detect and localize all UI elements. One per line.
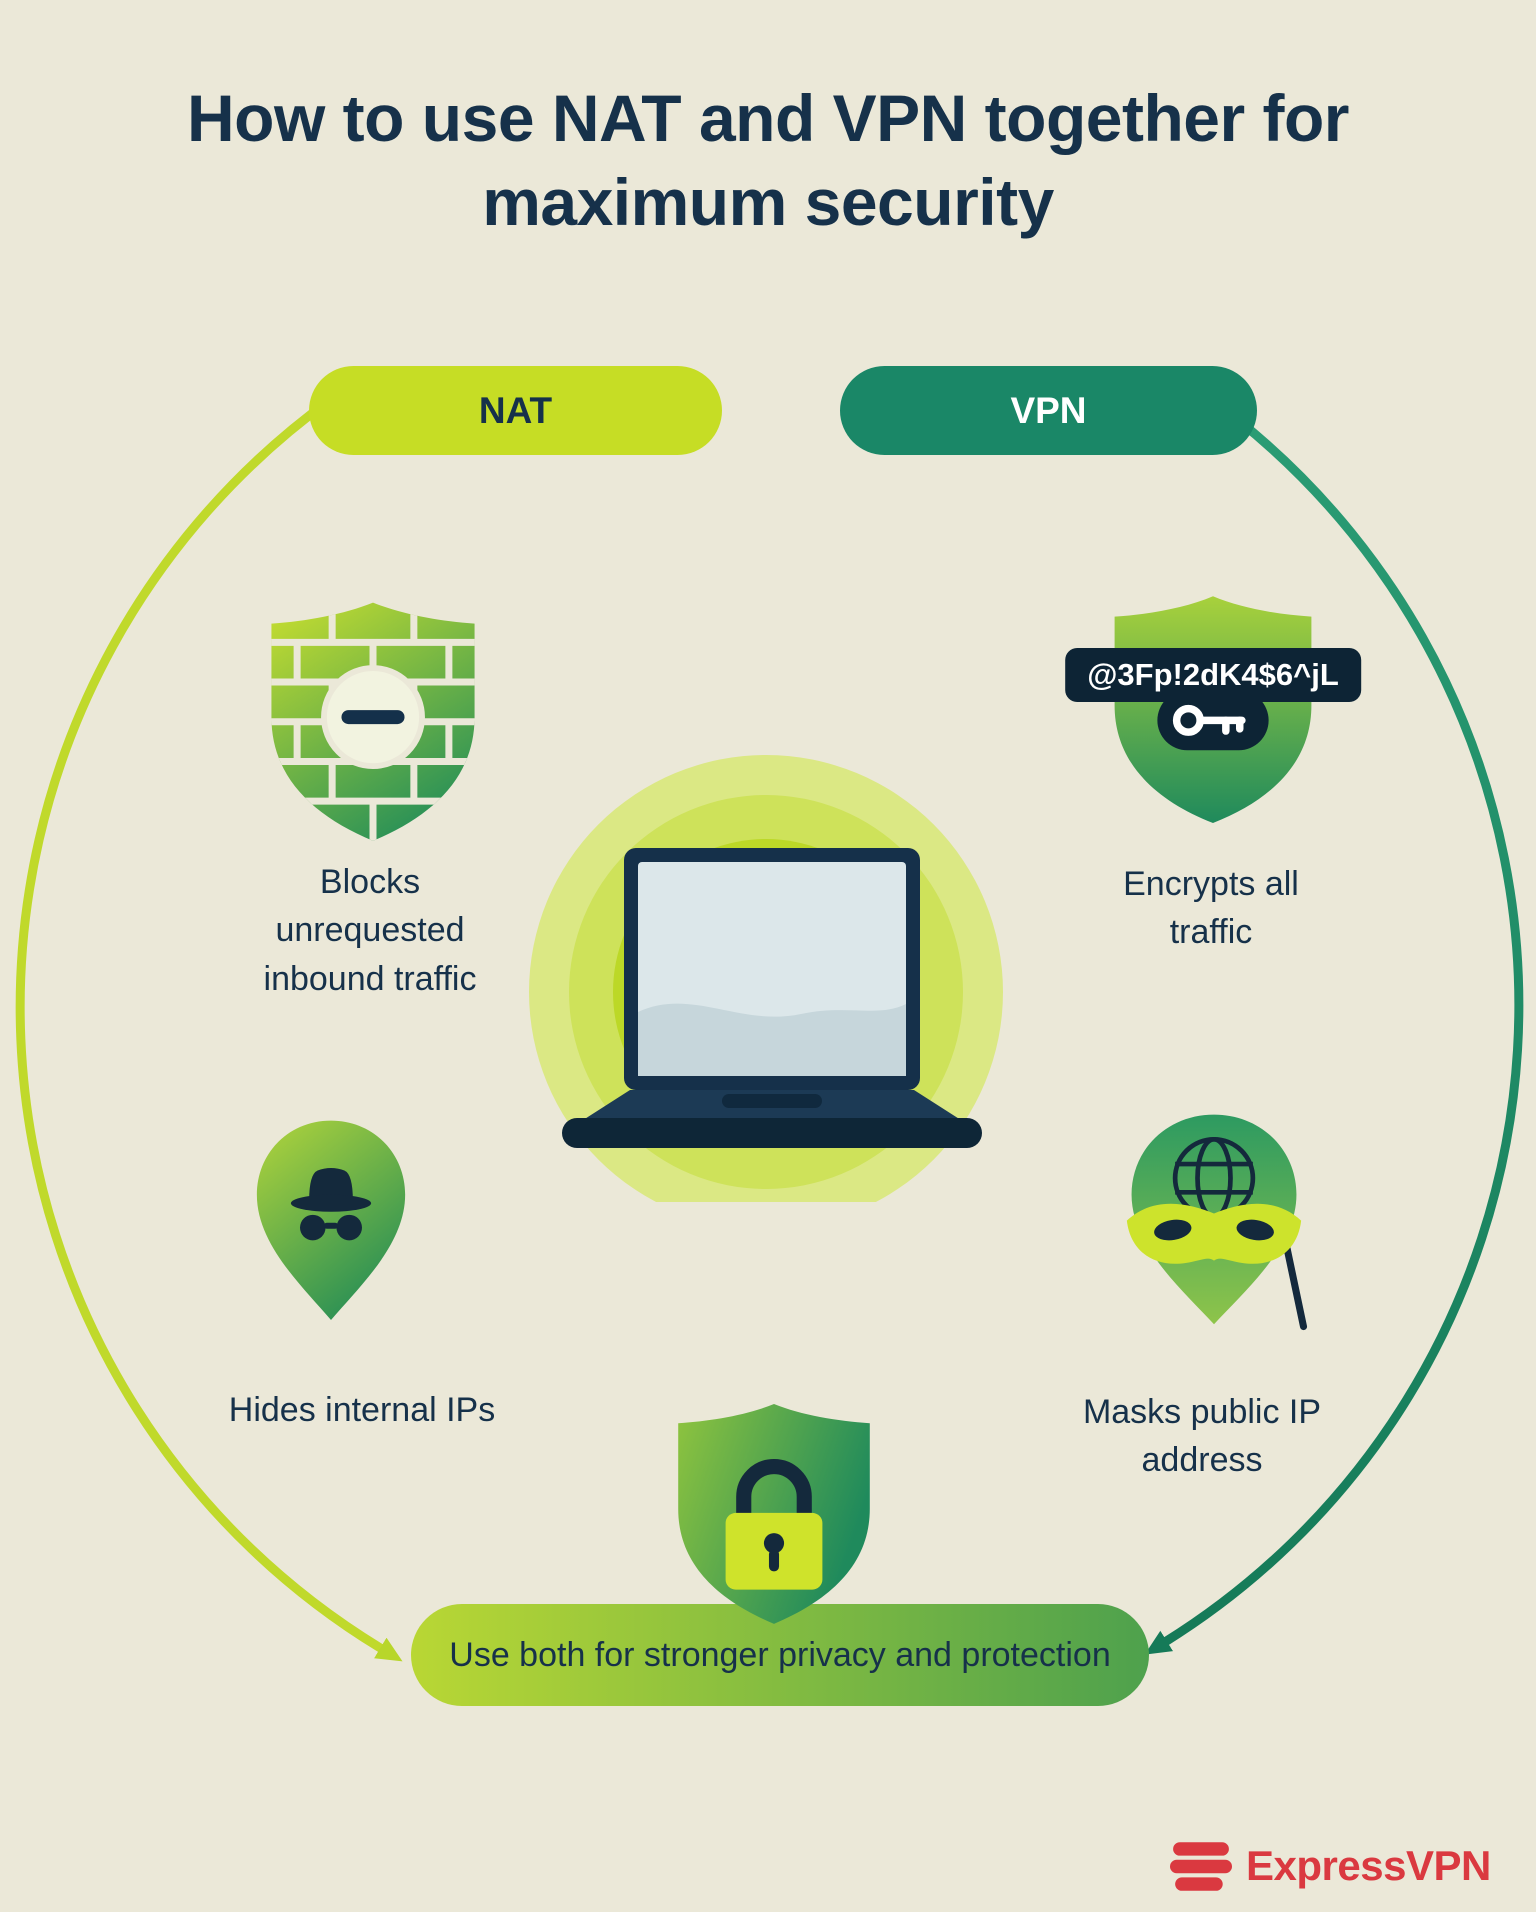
expressvpn-logo-icon [1170,1842,1232,1891]
vpn-feature-encrypts-label: Encrypts all traffic [1123,865,1299,952]
password-tag: @3Fp!2dK4$6^jL [1065,648,1361,702]
key-icon [1172,704,1246,736]
brand-name: ExpressVPN [1246,1842,1491,1889]
vpn-badge-label: VPN [1010,389,1087,431]
nat-badge: NAT [309,366,722,455]
laptop-illustration [529,755,1003,1202]
minus-icon [341,710,405,725]
keyhole [763,1533,785,1554]
nat-feature-blocks-label: Blocks unrequested inbound traffic [263,863,477,998]
nat-badge-label: NAT [478,389,553,431]
laptop-icon [562,848,982,1148]
mask-globe-pin-icon [1126,1114,1308,1331]
nat-feature-hides-label: Hides internal IPs [228,1391,496,1429]
key-shield-icon [1114,596,1312,824]
incognito-icon [290,1168,372,1241]
lock-shackle [736,1459,812,1527]
brand-logo: ExpressVPN [1170,1838,1491,1894]
brick-shield-minus-icon [271,602,475,841]
mask-eye-left [1154,1219,1192,1241]
page-title: How to use NAT and VPN together for maxi… [187,81,1349,240]
mask-stick [1281,1233,1308,1331]
mask-eye-right [1236,1219,1274,1241]
vpn-feature-masks-label: Masks public IP address [1082,1393,1322,1480]
incognito-pin-icon [256,1120,406,1320]
mask-shape [1126,1203,1302,1264]
lock-shield-icon [678,1404,870,1624]
nat-flow-arc [15,395,403,1662]
vpn-badge: VPN [840,366,1257,455]
vpn-flow-arc [1144,415,1524,1655]
conclusion-text: Use both for stronger privacy and protec… [449,1635,1111,1674]
keyhole-stem [768,1549,780,1572]
